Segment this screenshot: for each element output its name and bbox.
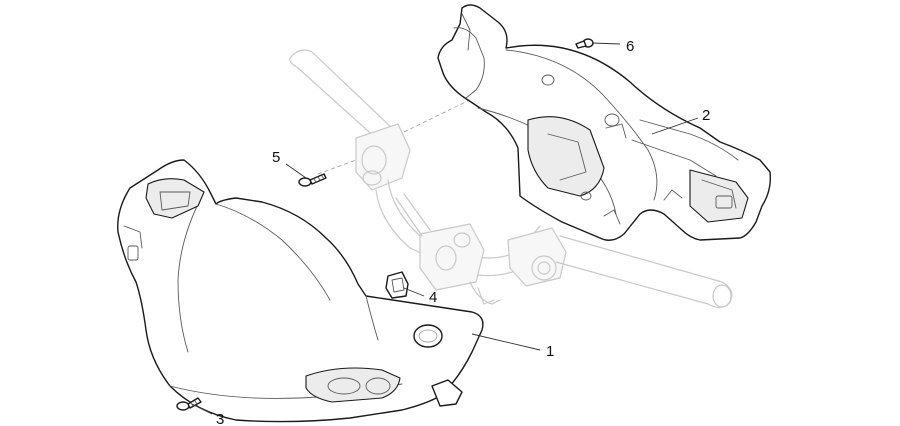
- callout-4: 4: [429, 289, 437, 306]
- callout-6: 6: [626, 38, 634, 55]
- callout-1: 1: [546, 343, 554, 360]
- handlebar-ghost: [289, 49, 733, 309]
- callout-3: 3: [216, 411, 224, 426]
- callout-leaders: [191, 42, 699, 415]
- screw-6: [575, 38, 594, 49]
- callout-2: 2: [702, 107, 710, 124]
- screw-5: [298, 173, 327, 187]
- clip-nut: [385, 271, 409, 299]
- rear-handlebar-cover: [437, 4, 772, 241]
- callout-5: 5: [272, 149, 280, 166]
- front-handlebar-cover: [117, 159, 484, 423]
- screw-3: [176, 397, 202, 411]
